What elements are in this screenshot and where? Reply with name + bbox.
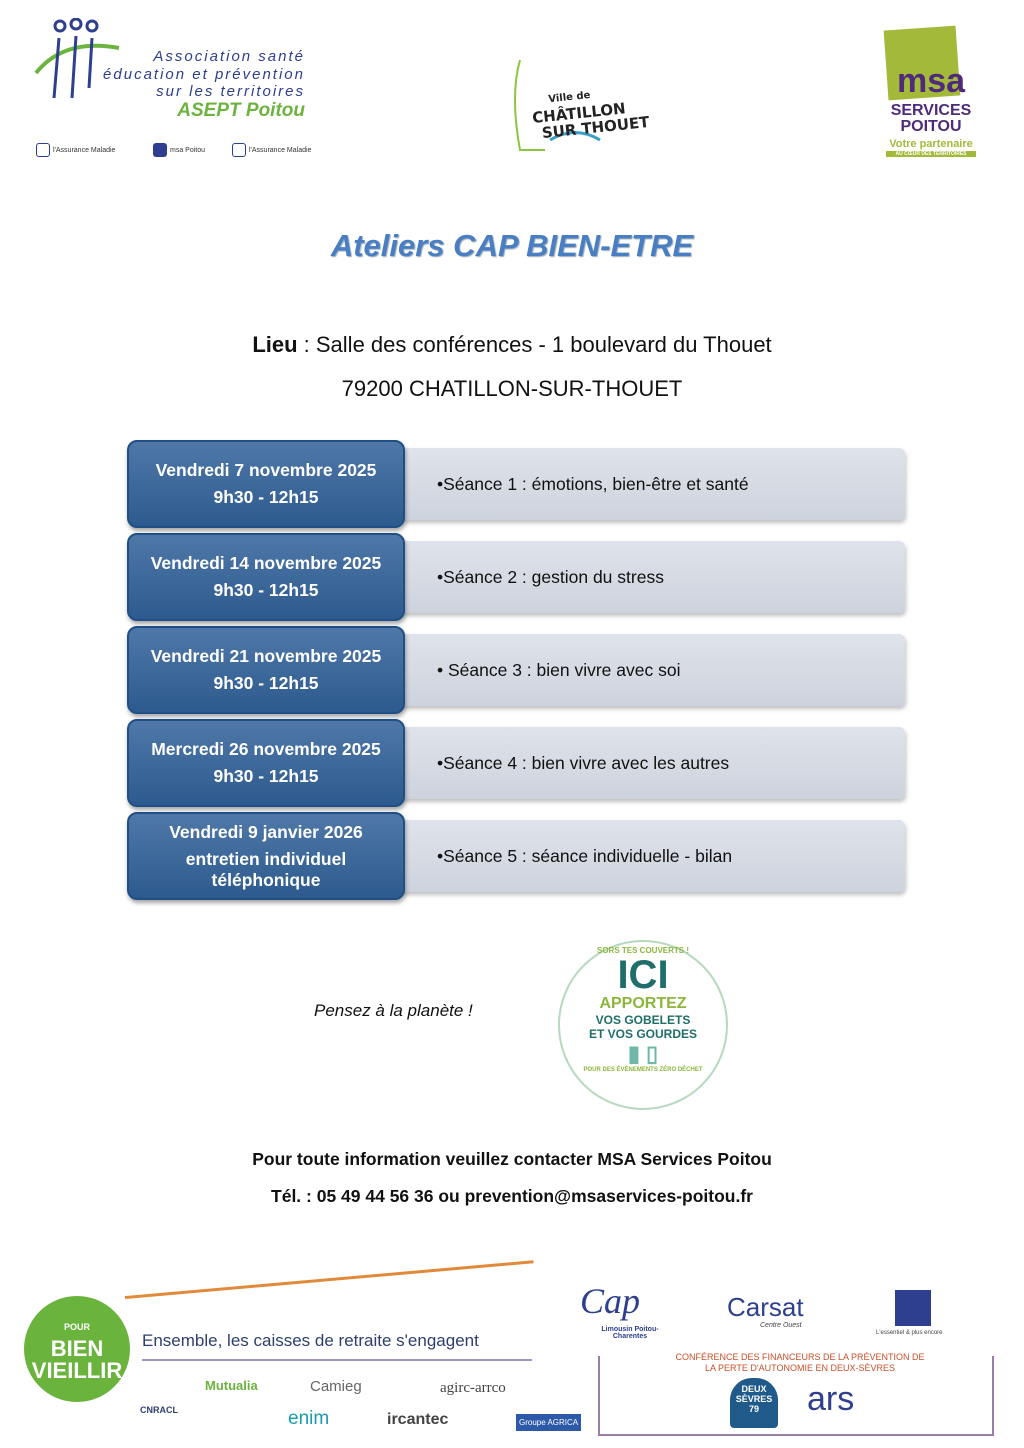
page-title: Ateliers CAP BIEN-ETRE	[330, 228, 694, 263]
contact-phone-email: Tél. : 05 49 44 56 36 ou prevention@msas…	[271, 1186, 753, 1206]
asept-tagline: Association santé éducation et préventio…	[100, 48, 305, 101]
msa-footer-logo	[895, 1290, 931, 1326]
carsat-logo: Carsat	[727, 1292, 804, 1322]
session-date-box: Mercredi 26 novembre 2025 9h30 - 12h15	[127, 719, 405, 807]
asept-line: éducation et prévention	[103, 65, 305, 83]
location-city: 79200 CHATILLON-SUR-THOUET	[341, 376, 683, 401]
chatillon-logo-shape	[514, 59, 601, 151]
asept-line: sur les territoires	[156, 83, 305, 100]
session-description: •Séance 4 : bien vivre avec les autres	[397, 727, 905, 799]
session-date-box: Vendredi 14 novembre 2025 9h30 - 12h15	[127, 533, 405, 621]
assurance-maladie-logo: l'Assurance Maladie	[232, 143, 311, 157]
session-time: entretien individuel téléphonique	[185, 848, 347, 890]
session-date: Vendredi 9 janvier 2026	[169, 821, 363, 842]
carsat-subtitle: Centre Ouest	[760, 1322, 802, 1329]
cap-subtitle: Limousin Poitou-Charentes	[601, 1326, 659, 1340]
session-description: •Séance 5 : séance individuelle - bilan	[397, 820, 905, 892]
session-date: Vendredi 7 novembre 2025	[155, 460, 377, 480]
contact-line: Pour toute information veuillez contacte…	[252, 1149, 772, 1169]
msa-small-logo: msa Poitou	[153, 143, 205, 157]
session-date-box: Vendredi 7 novembre 2025 9h30 - 12h15	[127, 440, 405, 528]
conference-financeurs-box: CONFÉRENCE DES FINANCEURS DE LA PRÉVENTI…	[598, 1352, 994, 1436]
camieg-logo: Camieg	[310, 1378, 362, 1395]
zero-waste-badge: SORS TES COUVERTS ! ICI APPORTEZ VOS GOB…	[558, 940, 728, 1110]
cnracl-logo: CNRACL	[140, 1405, 178, 1415]
cup-bottle-icon: ▮ ▯	[627, 1041, 659, 1066]
asept-people-icon	[34, 18, 120, 99]
location: Lieu : Salle des conférences - 1 bouleva…	[0, 332, 1024, 358]
session-time: 9h30 - 12h15	[213, 673, 319, 693]
agrica-logo: Groupe AGRICA	[516, 1414, 582, 1431]
session-date-box: Vendredi 21 novembre 2025 9h30 - 12h15	[127, 626, 405, 714]
planet-note: Pensez à la planète !	[314, 1001, 473, 1020]
orange-divider	[124, 1260, 534, 1299]
location-text: : Salle des conférences - 1 boulevard du…	[297, 332, 772, 357]
session-date: Vendredi 21 novembre 2025	[150, 646, 382, 666]
session-description: •Séance 1 : émotions, bien-être et santé	[397, 448, 905, 520]
msa-footer-tagline: L'essentiel & plus encore	[876, 1330, 943, 1336]
ars-logo: ars	[807, 1380, 855, 1418]
agirc-arrco-logo: agirc-arrco	[440, 1380, 506, 1396]
asept-name: ASEPT Poitou	[177, 100, 305, 121]
session-description: •Séance 2 : gestion du stress	[397, 541, 905, 613]
ircantec-logo: ircantec	[387, 1411, 449, 1428]
session-date: Vendredi 14 novembre 2025	[150, 553, 382, 573]
session-row: •Séance 1 : émotions, bien-être et santé…	[127, 440, 907, 528]
assurance-maladie-logo: l'Assurance Maladie	[36, 143, 115, 157]
session-time: 9h30 - 12h15	[213, 766, 319, 786]
session-date-box: Vendredi 9 janvier 2026 entretien individ…	[127, 812, 405, 900]
conference-title: CONFÉRENCE DES FINANCEURS DE LA PRÉVENTI…	[670, 1352, 930, 1374]
mutualia-logo: Mutualia	[205, 1378, 258, 1393]
session-time: 9h30 - 12h15	[213, 580, 319, 600]
location-label: Lieu	[252, 332, 298, 357]
asept-line: Association santé	[153, 48, 305, 65]
enim-logo: enim	[288, 1408, 330, 1429]
session-description: • Séance 3 : bien vivre avec soi	[397, 634, 905, 706]
session-time: 9h30 - 12h15	[213, 487, 319, 507]
ensemble-tagline: Ensemble, les caisses de retraite s'enga…	[142, 1331, 532, 1361]
cap-logo: Cap	[580, 1281, 641, 1321]
msa-services-logo: msa SERVICES POITOU Votre partenaire AU …	[883, 25, 976, 158]
session-date: Mercredi 26 novembre 2025	[151, 739, 381, 759]
deux-sevres-logo: DEUX SÈVRES 79	[730, 1378, 778, 1428]
